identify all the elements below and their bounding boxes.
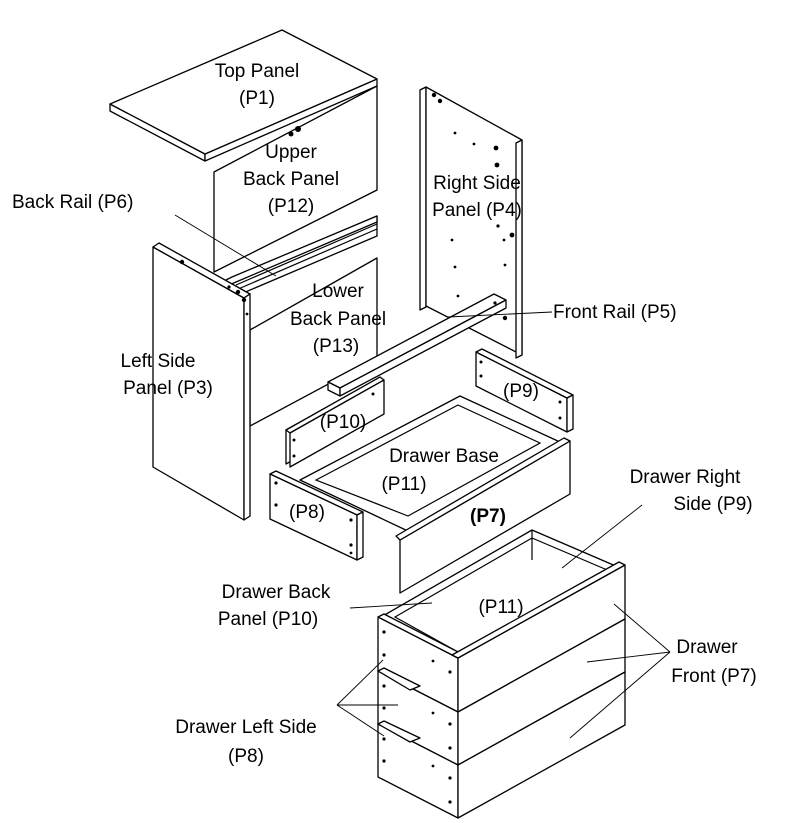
label-right-side-panel-2: Panel (P4) xyxy=(432,200,522,221)
label-top-panel: Top Panel xyxy=(215,61,300,82)
label-drawer-right-side-1: Drawer Right xyxy=(630,467,742,488)
leader-lines xyxy=(174,214,671,739)
label-top-panel-code: (P1) xyxy=(239,88,275,109)
label-drawer-right-side-2: Side (P9) xyxy=(673,494,752,515)
drawer-right-side-upper xyxy=(475,348,574,433)
label-upper-back-panel-code: (P12) xyxy=(268,196,314,217)
drawer-back-panel-upper xyxy=(285,376,385,468)
label-drawer-left-side-1: Drawer Left Side xyxy=(175,717,317,738)
label-lower-back-panel-2: Back Panel xyxy=(290,309,386,330)
label-drawer-front-2: Front (P7) xyxy=(671,666,757,687)
label-left-side-panel-2: Panel (P3) xyxy=(123,378,213,399)
label-lower-back-panel-code: (P13) xyxy=(313,336,359,357)
label-p7-upper: (P7) xyxy=(470,506,506,527)
label-left-side-panel-1: Left Side xyxy=(121,351,196,372)
label-lower-back-panel-1: Lower xyxy=(312,281,364,302)
left-side-panel xyxy=(152,242,251,521)
drawer-stack xyxy=(377,529,626,819)
label-upper-back-panel-1: Upper xyxy=(265,142,317,163)
label-front-rail: Front Rail (P5) xyxy=(553,302,677,323)
label-p11-lower: (P11) xyxy=(478,597,523,618)
label-p8-upper: (P8) xyxy=(289,502,325,523)
label-right-side-panel-1: Right Side xyxy=(433,173,521,194)
top-panel xyxy=(109,29,378,162)
labels: Top Panel (P1) Upper Back Panel (P12) Ri… xyxy=(12,61,757,767)
label-drawer-back-panel-1: Drawer Back xyxy=(222,582,331,603)
front-rail xyxy=(327,293,507,397)
back-rail xyxy=(221,215,378,303)
label-drawer-base-1: Drawer Base xyxy=(389,446,499,467)
right-side-panel xyxy=(419,86,523,359)
drawer-left-side-upper xyxy=(269,470,364,561)
label-back-rail: Back Rail (P6) xyxy=(12,192,133,213)
label-drawer-base-2: (P11) xyxy=(381,474,426,495)
label-p9-upper: (P9) xyxy=(503,381,539,402)
label-drawer-back-panel-2: Panel (P10) xyxy=(218,609,318,630)
label-drawer-front-1: Drawer xyxy=(676,637,738,658)
label-upper-back-panel-2: Back Panel xyxy=(243,169,339,190)
label-drawer-left-side-2: (P8) xyxy=(228,746,264,767)
label-p10-upper: (P10) xyxy=(320,412,366,433)
drawer-front-upper xyxy=(395,437,571,594)
